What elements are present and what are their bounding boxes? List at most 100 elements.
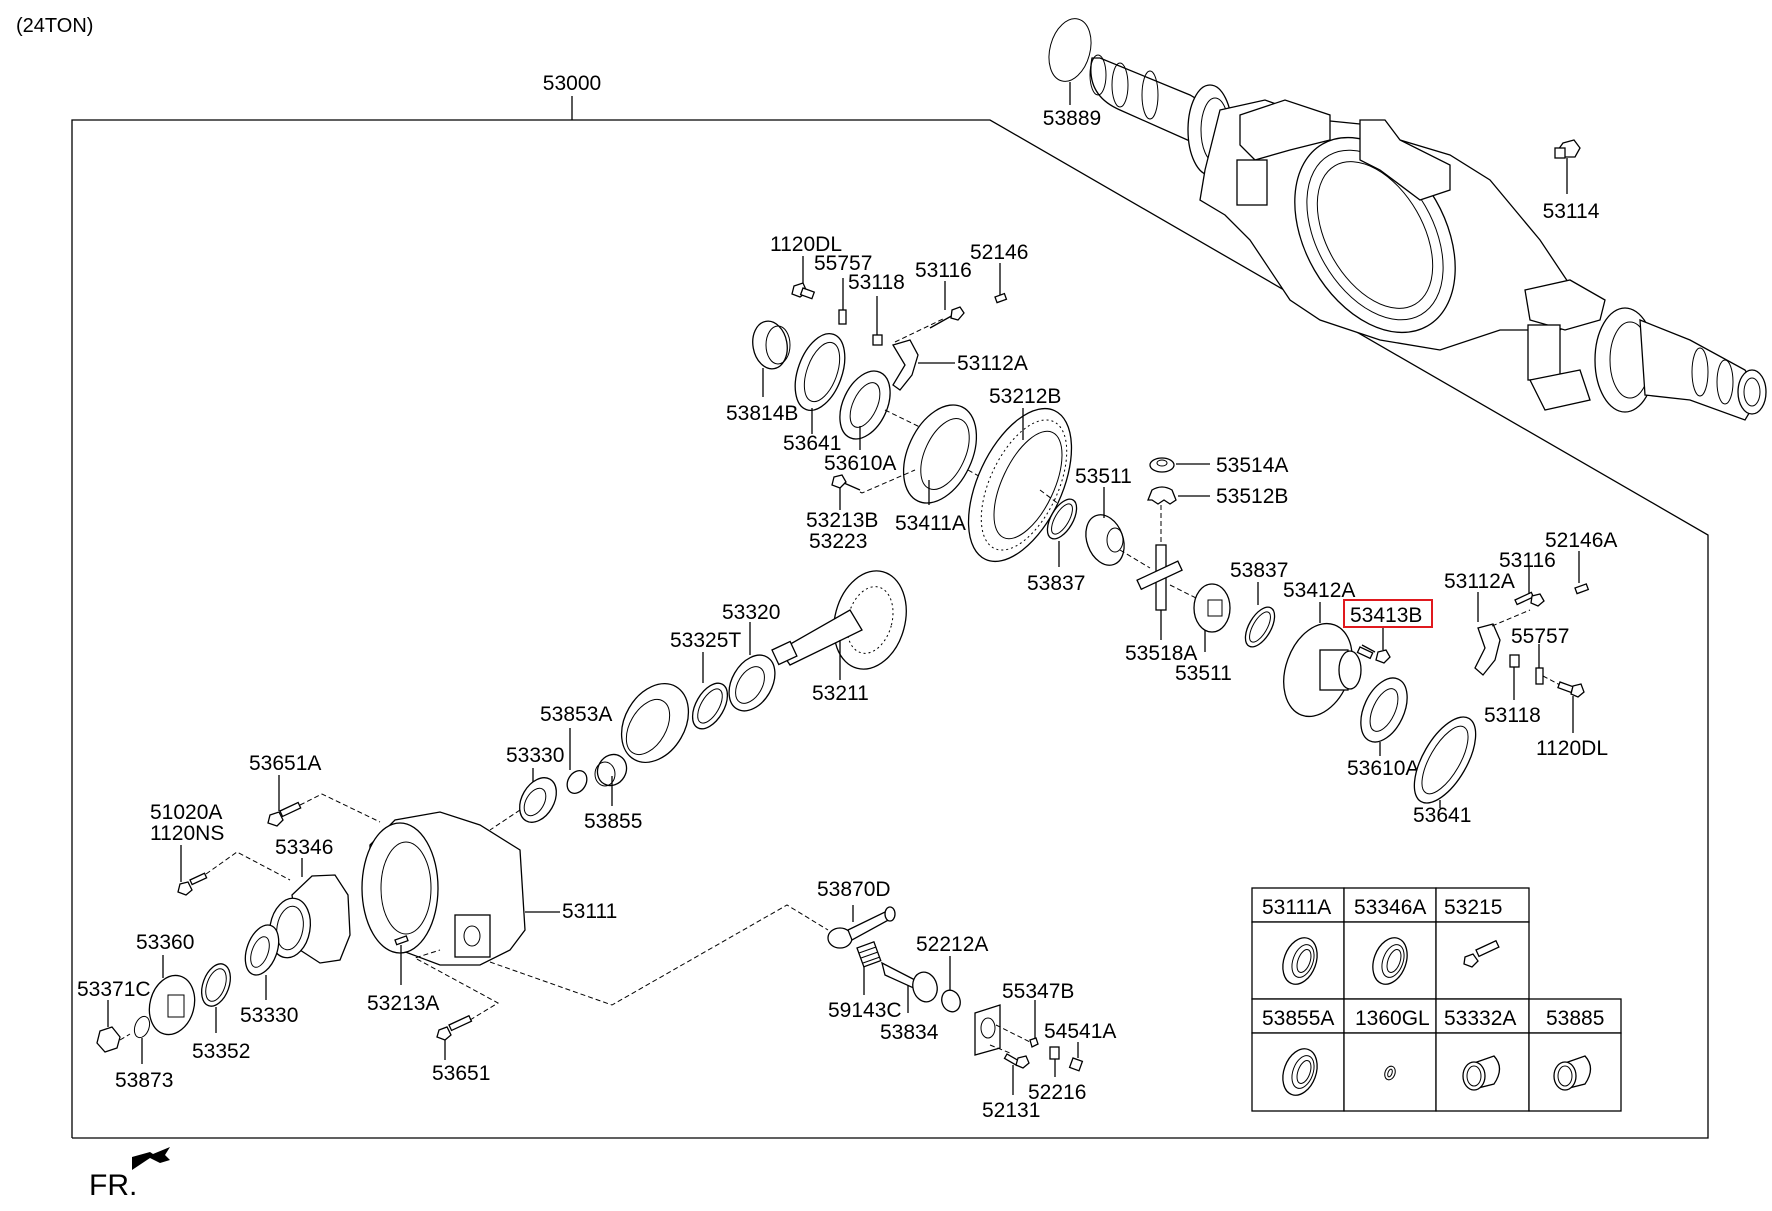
part-53211[interactable]: 53211 — [771, 563, 917, 705]
kit-cell-label[interactable]: 1360GL — [1355, 1007, 1430, 1030]
svg-text:1120DL: 1120DL — [1536, 737, 1608, 760]
part-53889[interactable]: 53889 — [1042, 14, 1101, 130]
part-51020A-1120NS[interactable]: 51020A 1120NS — [150, 801, 291, 896]
part-53360[interactable]: 53360 — [136, 931, 201, 1040]
part-53873[interactable]: 53873 — [115, 1014, 173, 1092]
svg-text:53352: 53352 — [192, 1040, 250, 1063]
part-53870D[interactable]: 53870D — [817, 878, 896, 949]
svg-text:53371C: 53371C — [77, 978, 151, 1001]
svg-text:53114: 53114 — [1543, 200, 1600, 223]
part-53118-left[interactable]: 53118 — [848, 271, 905, 346]
part-53413B[interactable]: 53413B — [1343, 599, 1433, 664]
svg-text:53870D: 53870D — [817, 878, 891, 901]
part-53511-right[interactable]: 53511 — [1175, 583, 1232, 685]
part-1120DL-right[interactable]: 1120DL — [1536, 675, 1608, 760]
svg-text:53411A: 53411A — [895, 512, 966, 535]
part-53116-left[interactable]: 53116 — [915, 259, 972, 329]
part-52146[interactable]: 52146 — [970, 241, 1028, 304]
part-53610A-right[interactable]: 53610A — [1347, 671, 1419, 780]
kit-cell-label[interactable]: 53215 — [1444, 896, 1502, 919]
bushing-icon — [1462, 1055, 1501, 1091]
part-53651A[interactable]: 53651A — [249, 752, 381, 827]
part-53116-right[interactable]: 53116 — [1499, 549, 1556, 607]
svg-text:53837: 53837 — [1230, 559, 1288, 582]
part-53346[interactable]: 53346 — [265, 836, 351, 964]
part-53514A[interactable]: 53514A — [1149, 454, 1288, 477]
part-59143C[interactable]: 59143C — [828, 941, 902, 1022]
part-55757-right[interactable]: 55757 — [1511, 625, 1569, 685]
part-53641-right[interactable]: 53641 — [1402, 707, 1488, 827]
part-52131[interactable]: 52131 — [982, 1053, 1040, 1122]
part-55757-left[interactable]: 55757 — [814, 252, 872, 325]
part-53610A-left[interactable]: 53610A — [824, 363, 900, 475]
kit-cell-label[interactable]: 53346A — [1354, 896, 1426, 919]
svg-text:53118: 53118 — [1484, 704, 1541, 727]
part-53853A[interactable]: 53853A — [540, 703, 612, 797]
part-53511-left[interactable]: 53511 — [1075, 465, 1132, 571]
svg-text:53814B: 53814B — [726, 402, 798, 425]
part-52216[interactable]: 52216 — [1028, 1046, 1086, 1104]
svg-text:53641: 53641 — [783, 432, 841, 455]
bearing-icon — [1282, 1048, 1318, 1096]
part-53330-lower[interactable]: 53330 — [239, 920, 298, 1027]
part-53212B[interactable]: 53212B — [947, 385, 1092, 577]
part-53518A[interactable]: 53518A — [1119, 544, 1201, 665]
svg-text:51020A: 51020A — [150, 801, 222, 824]
part-53855[interactable]: 53855 — [584, 749, 642, 833]
part-53411A[interactable]: 53411A — [889, 393, 991, 535]
part-53834[interactable]: 53834 — [880, 961, 940, 1044]
part-53837-right[interactable]: 53837 — [1230, 559, 1288, 652]
svg-text:53320: 53320 — [722, 601, 780, 624]
part-53837-left[interactable]: 53837 — [1027, 494, 1085, 595]
svg-text:53641: 53641 — [1413, 804, 1471, 827]
svg-text:53325T: 53325T — [670, 629, 741, 652]
kit-table: 53111A 53346A 53215 53855A 1360GL 53332A… — [1251, 887, 1622, 1112]
part-53330-upper[interactable]: 53330 — [489, 744, 564, 831]
svg-text:53889: 53889 — [1043, 107, 1101, 130]
part-53112A-right[interactable]: 53112A — [1444, 570, 1531, 676]
part-53412A[interactable]: 53412A — [1272, 579, 1365, 726]
svg-text:53413B: 53413B — [1350, 604, 1422, 627]
kit-cell-label[interactable]: 53111A — [1262, 896, 1331, 919]
kit-cell-label[interactable]: 53855A — [1262, 1007, 1334, 1030]
svg-text:53518A: 53518A — [1125, 642, 1197, 665]
part-53213B-53223[interactable]: 53213B 53223 — [806, 469, 916, 553]
part-53112A-left[interactable]: 53112A — [892, 317, 1028, 391]
bearing-icon — [1372, 937, 1408, 985]
svg-text:52216: 52216 — [1028, 1081, 1086, 1104]
bearing-icon — [1282, 937, 1318, 985]
part-53111[interactable]: 53111 — [361, 811, 617, 966]
part-53853A-cage — [620, 683, 690, 763]
svg-text:53610A: 53610A — [1347, 757, 1419, 780]
part-53352[interactable]: 53352 — [192, 960, 250, 1063]
part-53512B[interactable]: 53512B — [1147, 485, 1288, 545]
svg-text:53112A: 53112A — [1444, 570, 1515, 593]
part-1120DL-left[interactable]: 1120DL — [770, 233, 842, 300]
part-53213A[interactable]: 53213A — [367, 935, 439, 1015]
assembly-label[interactable]: 53000 — [543, 72, 601, 95]
part-53320[interactable]: 53320 — [720, 601, 785, 719]
part-52212A[interactable]: 52212A — [916, 933, 988, 1014]
part-53325T[interactable]: 53325T — [670, 629, 741, 735]
svg-text:53511: 53511 — [1175, 662, 1232, 685]
svg-text:53346: 53346 — [275, 836, 333, 859]
highlight-box — [1343, 599, 1433, 628]
kit-cell-label[interactable]: 53885 — [1546, 1007, 1604, 1030]
part-53641-left[interactable]: 53641 — [783, 327, 854, 455]
svg-text:53834: 53834 — [880, 1021, 939, 1044]
part-53371C[interactable]: 53371C — [77, 978, 151, 1053]
part-52146A[interactable]: 52146A — [1545, 529, 1617, 595]
axle-housing-drawing — [1089, 54, 1767, 421]
part-54541A[interactable]: 54541A — [1044, 1020, 1116, 1072]
svg-text:55757: 55757 — [1511, 625, 1569, 648]
part-53814B[interactable]: 53814B — [726, 318, 798, 425]
part-55347B[interactable]: 55347B — [1002, 980, 1074, 1048]
part-53118-right[interactable]: 53118 — [1484, 654, 1541, 727]
svg-text:53212B: 53212B — [989, 385, 1061, 408]
part-53651[interactable]: 53651 — [413, 949, 500, 1085]
part-53114[interactable]: 53114 — [1543, 139, 1600, 223]
kit-cell-label[interactable]: 53332A — [1444, 1007, 1516, 1030]
svg-text:55757: 55757 — [814, 252, 872, 275]
svg-text:54541A: 54541A — [1044, 1020, 1116, 1043]
svg-text:53211: 53211 — [812, 682, 869, 705]
